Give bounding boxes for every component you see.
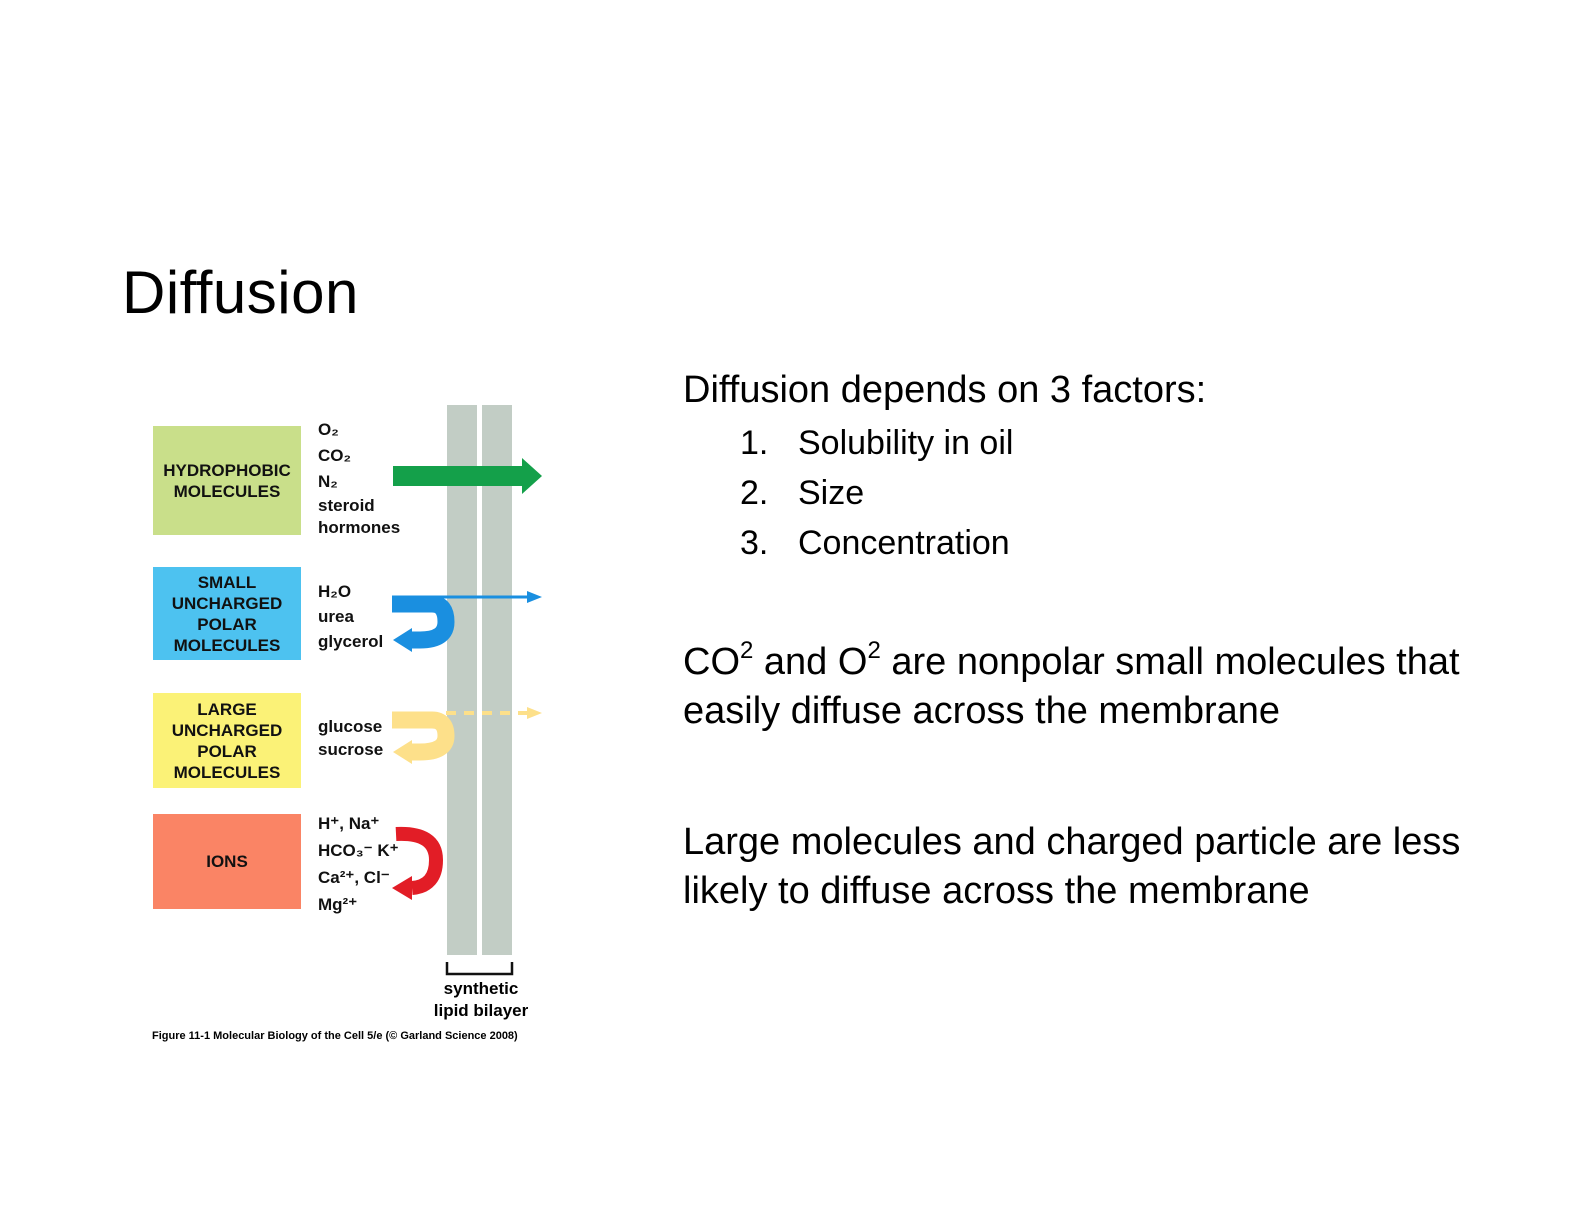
text-content: Diffusion depends on 3 factors: 1.Solubi…: [683, 366, 1483, 916]
molecule-label: N₂: [318, 472, 338, 491]
molecule-label: glucose: [318, 717, 383, 736]
molecule-label: Ca²⁺, Cl⁻: [318, 868, 390, 887]
hydrophobic-arrow: [393, 458, 542, 494]
molecule-label: sucrose: [318, 740, 384, 759]
large-polar-molecule-list: glucose sucrose: [318, 715, 383, 761]
molecule-label: O₂: [318, 420, 339, 439]
molecule-label: Mg²⁺: [318, 895, 358, 914]
molecule-label: H⁺, Na⁺: [318, 814, 380, 833]
large-polar-arrows: [392, 707, 542, 764]
bilayer-bracket: [445, 962, 514, 976]
list-item: 2.Size: [740, 474, 865, 512]
hydrophobic-molecule-list: O₂ CO₂ N₂ steroid hormones: [318, 417, 400, 539]
slide-title: Diffusion: [122, 259, 359, 326]
molecule-label: CO₂: [318, 446, 352, 465]
molecule-label: urea: [318, 607, 354, 626]
small-polar-molecule-list: H₂O urea glycerol: [318, 579, 383, 654]
molecule-label: glycerol: [318, 632, 384, 651]
ions-molecule-list: H⁺, Na⁺ HCO₃⁻ K⁺ Ca²⁺, Cl⁻ Mg²⁺: [318, 810, 399, 918]
molecule-label: steroid: [318, 496, 375, 515]
molecule-label: hormones: [318, 518, 401, 537]
list-item: 1.Solubility in oil: [740, 424, 1014, 462]
nonpolar-paragraph: CO2 and O2 are nonpolar small molecules …: [683, 637, 1460, 732]
bilayer-label: synthetic lipid bilayer: [433, 979, 529, 1020]
list-item: 3.Concentration: [740, 524, 1010, 562]
ions-arrow: [392, 826, 444, 900]
small-polar-arrows: [392, 591, 542, 652]
bilayer-leaflet-left: [447, 405, 477, 955]
ions-box: IONS: [153, 814, 301, 909]
factors-heading: Diffusion depends on 3 factors:: [683, 369, 1207, 411]
bilayer-leaflet-right: [482, 405, 512, 955]
factors-list: 1.Solubility in oil 2.Size 3.Concentrati…: [740, 418, 1483, 568]
figure-caption: Figure 11-1 Molecular Biology of the Cel…: [152, 1030, 518, 1042]
molecule-label: HCO₃⁻ K⁺: [318, 841, 399, 860]
molecule-label: H₂O: [318, 582, 352, 601]
large-molecules-paragraph: Large molecules and charged particle are…: [683, 821, 1461, 912]
